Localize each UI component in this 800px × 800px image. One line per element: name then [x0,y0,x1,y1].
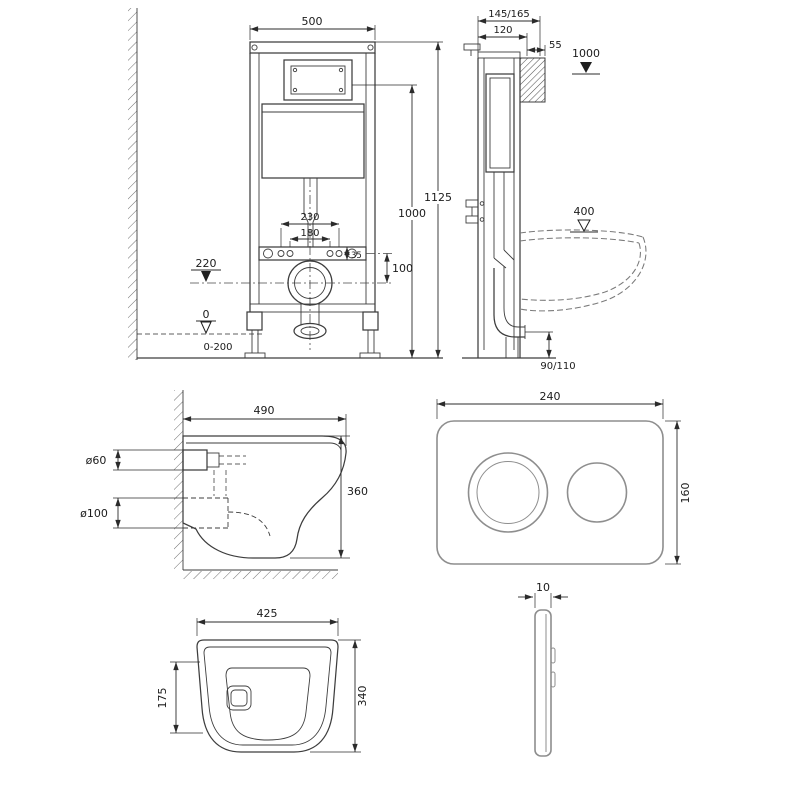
dim-label-bowl-top-depth: 340 [356,686,369,707]
dim-bowl-height-360: 360 [290,435,368,559]
level-marker-1000: 1000 [572,47,600,75]
flush-button-large [467,452,549,533]
dim-inlet-d60: ø60 [86,449,183,471]
side-bowl-dashed [519,229,647,312]
dim-label-seat-level: 400 [574,205,595,218]
flush-plate-body [436,420,664,565]
dim-bowl-depth-340: 340 [310,639,369,753]
dim-label-supply-level: 220 [196,257,217,270]
flush-plate-section [519,57,546,103]
dim-label-holes-inner: 180 [300,228,319,239]
level-marker-220: 220 [190,257,392,284]
bowl-wall-section [174,390,184,570]
dim-label-bowl-depth: 490 [254,404,275,417]
dim-holes-180: 180 [289,228,331,247]
bowl-top-opening [225,667,311,741]
dim-holes-230: 230 [280,212,340,247]
flush-button-large-inner [476,461,540,524]
dim-inner-175: 175 [156,661,203,734]
floor-lines [137,333,443,359]
right-foot [359,311,381,359]
frame-side-view: 145/165 120 55 1000 400 90/110 [462,9,647,372]
bowl-floor-section [183,569,338,579]
dim-label-level-top: 1000 [572,47,600,60]
dim-label-outlet-offset: 100 [392,262,413,275]
cistern [261,103,365,179]
outlet-pipe-dashed [183,497,271,537]
dim-label-outlet-height: 90/110 [540,361,575,372]
dim-outlet-d100: ø100 [80,497,183,529]
wall-brackets [465,199,485,224]
dim-label-outlet-diameter: ø100 [80,507,108,520]
wall-section [128,8,138,360]
dim-label-inner-width: 175 [156,688,169,709]
dim-label-inlet-diameter: ø60 [86,454,107,467]
dim-rail-35: 35 [344,247,362,261]
level-marker-400: 400 [570,205,598,233]
side-cistern [485,73,515,173]
side-frame-body [463,43,521,358]
dim-thickness-10: 10 [518,581,568,608]
dim-label-adjust-range: 0-200 [203,342,232,353]
dim-panel-55: 55 [527,40,562,56]
plate-side-profile [534,609,556,757]
dim-plate-height-160: 160 [665,420,692,565]
dim-label-rail-height: 35 [351,251,362,261]
dim-label-plate-thickness: 10 [536,581,550,594]
bowl-side-view: 490 ø60 ø100 360 [80,390,368,579]
dim-label-frame-height-panel: 1000 [398,207,426,220]
bowl-top-outline [196,639,339,753]
dim-outlet-90-110: 90/110 [525,331,576,372]
dim-label-frame-height-total: 1125 [424,191,452,204]
bowl-top-rim [203,646,332,746]
dim-bowl-width-425: 425 [196,607,339,636]
dim-height-1125: 1125 [375,41,455,358]
flush-valve-section [226,685,252,711]
flush-plate-side-view: 10 [518,581,568,757]
dim-bowl-depth-490: 490 [183,404,347,446]
flush-access-panel [283,59,353,101]
dim-label-frame-width: 500 [302,15,323,28]
flush-plate-front-view: 240 160 [436,390,692,565]
dim-label-panel-offset: 55 [549,40,562,51]
dim-depth-120: 120 [478,25,528,56]
dim-label-plate-height: 160 [679,483,692,504]
dim-label-holes-outer: 230 [300,212,319,223]
flush-pipe [303,178,318,350]
mounting-rail [258,246,367,261]
dim-height-1000: 1000 [352,84,427,358]
dim-label-floor-zero: 0 [203,308,210,321]
flush-button-small [566,462,628,523]
bowl-profile [182,435,347,559]
dim-plate-width-240: 240 [436,390,664,419]
dim-label-depth-range: 145/165 [488,9,530,20]
frame-front-view: 500 1125 1000 230 180 220 [128,8,455,360]
inlet-pipe [182,449,246,496]
side-flush-pipe [493,172,515,269]
dim-label-depth: 120 [493,25,512,36]
frame-body [249,41,376,313]
dim-label-bowl-width: 425 [257,607,278,620]
dim-width-500: 500 [249,15,376,40]
bowl-top-view: 425 175 340 [156,607,369,753]
level-marker-zero: 0 [196,308,216,335]
left-foot [244,311,266,359]
drain-elbow [493,266,526,358]
dim-label-plate-width: 240 [540,390,561,403]
dim-offset-100: 100 [366,253,413,283]
bowl-seat-line [186,442,342,451]
dim-label-bowl-height: 360 [347,485,368,498]
